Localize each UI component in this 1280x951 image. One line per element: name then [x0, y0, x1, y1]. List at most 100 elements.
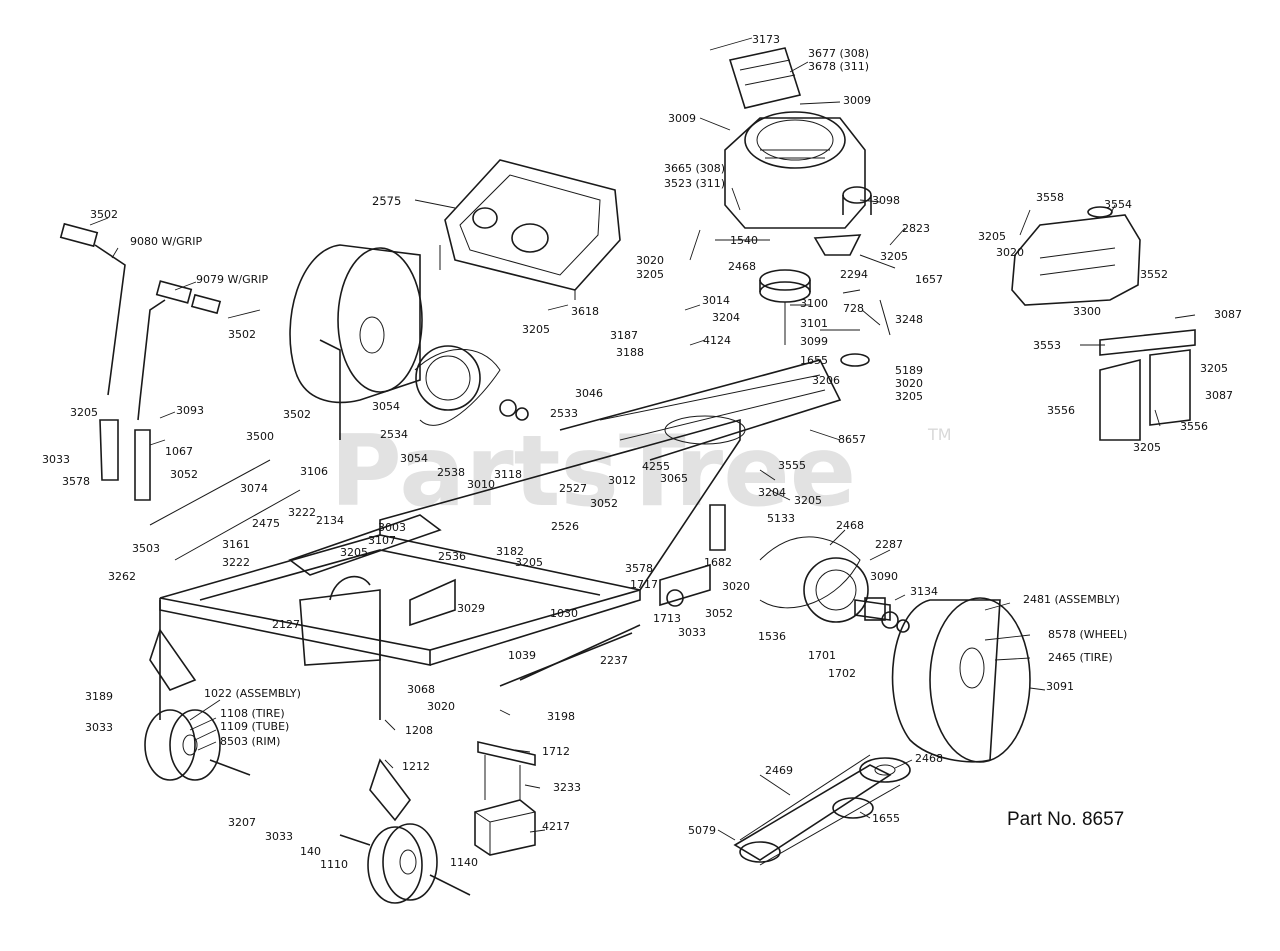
- part-label: 3054: [400, 452, 428, 465]
- part-label: 2536: [438, 550, 466, 563]
- part-label: 3556: [1180, 420, 1208, 433]
- part-label: 3093: [176, 404, 204, 417]
- part-label: 3052: [705, 607, 733, 620]
- part-label: 3052: [590, 497, 618, 510]
- part-label: 3161: [222, 538, 250, 551]
- part-label: 2468: [836, 519, 864, 532]
- part-label: 2527: [559, 482, 587, 495]
- part-label: 3502: [228, 328, 256, 341]
- part-label: 3087: [1205, 389, 1233, 402]
- part-label: 3033: [265, 830, 293, 843]
- part-label: 140: [300, 845, 321, 858]
- watermark-tm: TM: [927, 425, 952, 444]
- part-label: 3118: [494, 468, 522, 481]
- control-handles: [59, 222, 301, 561]
- part-label: 3665 (308): [664, 162, 725, 175]
- part-label: 3020: [636, 254, 664, 267]
- part-label: 3300: [1073, 305, 1101, 318]
- left-rear-wheel: [289, 244, 423, 440]
- part-label: 3222: [222, 556, 250, 569]
- part-label: 2538: [437, 466, 465, 479]
- part-label: 4124: [703, 334, 731, 347]
- part-label: 3014: [702, 294, 730, 307]
- part-label: 3205: [978, 230, 1006, 243]
- part-label: 3098: [872, 194, 900, 207]
- part-label: 1682: [704, 556, 732, 569]
- part-label: 3558: [1036, 191, 1064, 204]
- part-label: 3502: [90, 208, 118, 221]
- part-label: 3578: [625, 562, 653, 575]
- part-label: 5079: [688, 824, 716, 837]
- part-label: 3106: [300, 465, 328, 478]
- part-label: 1540: [730, 234, 758, 247]
- drive-belt-assembly: [733, 754, 911, 866]
- part-label: 2475: [252, 517, 280, 530]
- part-label: 2526: [551, 520, 579, 533]
- part-label: 3233: [553, 781, 581, 794]
- part-label: 2823: [902, 222, 930, 235]
- part-label: 3099: [800, 335, 828, 348]
- part-label: 1212: [402, 760, 430, 773]
- middle-pulleys: [659, 504, 861, 609]
- part-label: 3205: [1200, 362, 1228, 375]
- part-label: 3552: [1140, 268, 1168, 281]
- part-label: 1022 (ASSEMBLY): [204, 687, 301, 700]
- part-label: 3205: [636, 268, 664, 281]
- part-label: 2294: [840, 268, 868, 281]
- part-label: 3205: [1133, 441, 1161, 454]
- part-label: 3204: [712, 311, 740, 324]
- part-label: 2127: [272, 618, 300, 631]
- part-label: 1109 (TUBE): [220, 720, 289, 733]
- part-label: 3555: [778, 459, 806, 472]
- main-frame: [149, 359, 842, 822]
- part-label: 1655: [872, 812, 900, 825]
- part-label: 1208: [405, 724, 433, 737]
- part-label: 1536: [758, 630, 786, 643]
- part-label: 1140: [450, 856, 478, 869]
- part-label: 3054: [372, 400, 400, 413]
- part-label: 3107: [368, 534, 396, 547]
- part-label: 728: [843, 302, 864, 315]
- part-label: 3020: [722, 580, 750, 593]
- part-label: 1702: [828, 667, 856, 680]
- part-label: 3205: [522, 323, 550, 336]
- part-label: 3248: [895, 313, 923, 326]
- left-sprocket-chain: [414, 345, 529, 426]
- part-label: 3009: [668, 112, 696, 125]
- part-label: 8657: [838, 433, 866, 446]
- part-label: 1108 (TIRE): [220, 707, 285, 720]
- engine-assembly: [724, 47, 896, 367]
- part-label: 3618: [571, 305, 599, 318]
- part-label: 3182: [496, 545, 524, 558]
- part-label: 3503: [132, 542, 160, 555]
- part-label: 3003: [378, 521, 406, 534]
- part-label: 1657: [915, 273, 943, 286]
- part-label: 2134: [316, 514, 344, 527]
- part-label: 1030: [550, 607, 578, 620]
- part-label: 3554: [1104, 198, 1132, 211]
- part-label: 2237: [600, 654, 628, 667]
- part-label: 3012: [608, 474, 636, 487]
- part-label: 3033: [42, 453, 70, 466]
- part-label: 1701: [808, 649, 836, 662]
- part-label: 3188: [616, 346, 644, 359]
- part-label: 3678 (311): [808, 60, 869, 73]
- part-label: 3205: [515, 556, 543, 569]
- front-left-caster: [144, 709, 251, 781]
- part-label: 2533: [550, 407, 578, 420]
- part-label: 3074: [240, 482, 268, 495]
- part-label: 2481 (ASSEMBLY): [1023, 593, 1120, 606]
- part-label: 3553: [1033, 339, 1061, 352]
- part-label: 8578 (WHEEL): [1048, 628, 1127, 641]
- part-label: 3052: [170, 468, 198, 481]
- part-label: 2468: [915, 752, 943, 765]
- part-label: 3173: [752, 33, 780, 46]
- part-label: 3101: [800, 317, 828, 330]
- part-label: 3500: [246, 430, 274, 443]
- part-label: 2468: [728, 260, 756, 273]
- part-label: 2469: [765, 764, 793, 777]
- part-label: 3100: [800, 297, 828, 310]
- part-label: 3198: [547, 710, 575, 723]
- right-rear-wheel: [891, 597, 1031, 763]
- part-label: 3556: [1047, 404, 1075, 417]
